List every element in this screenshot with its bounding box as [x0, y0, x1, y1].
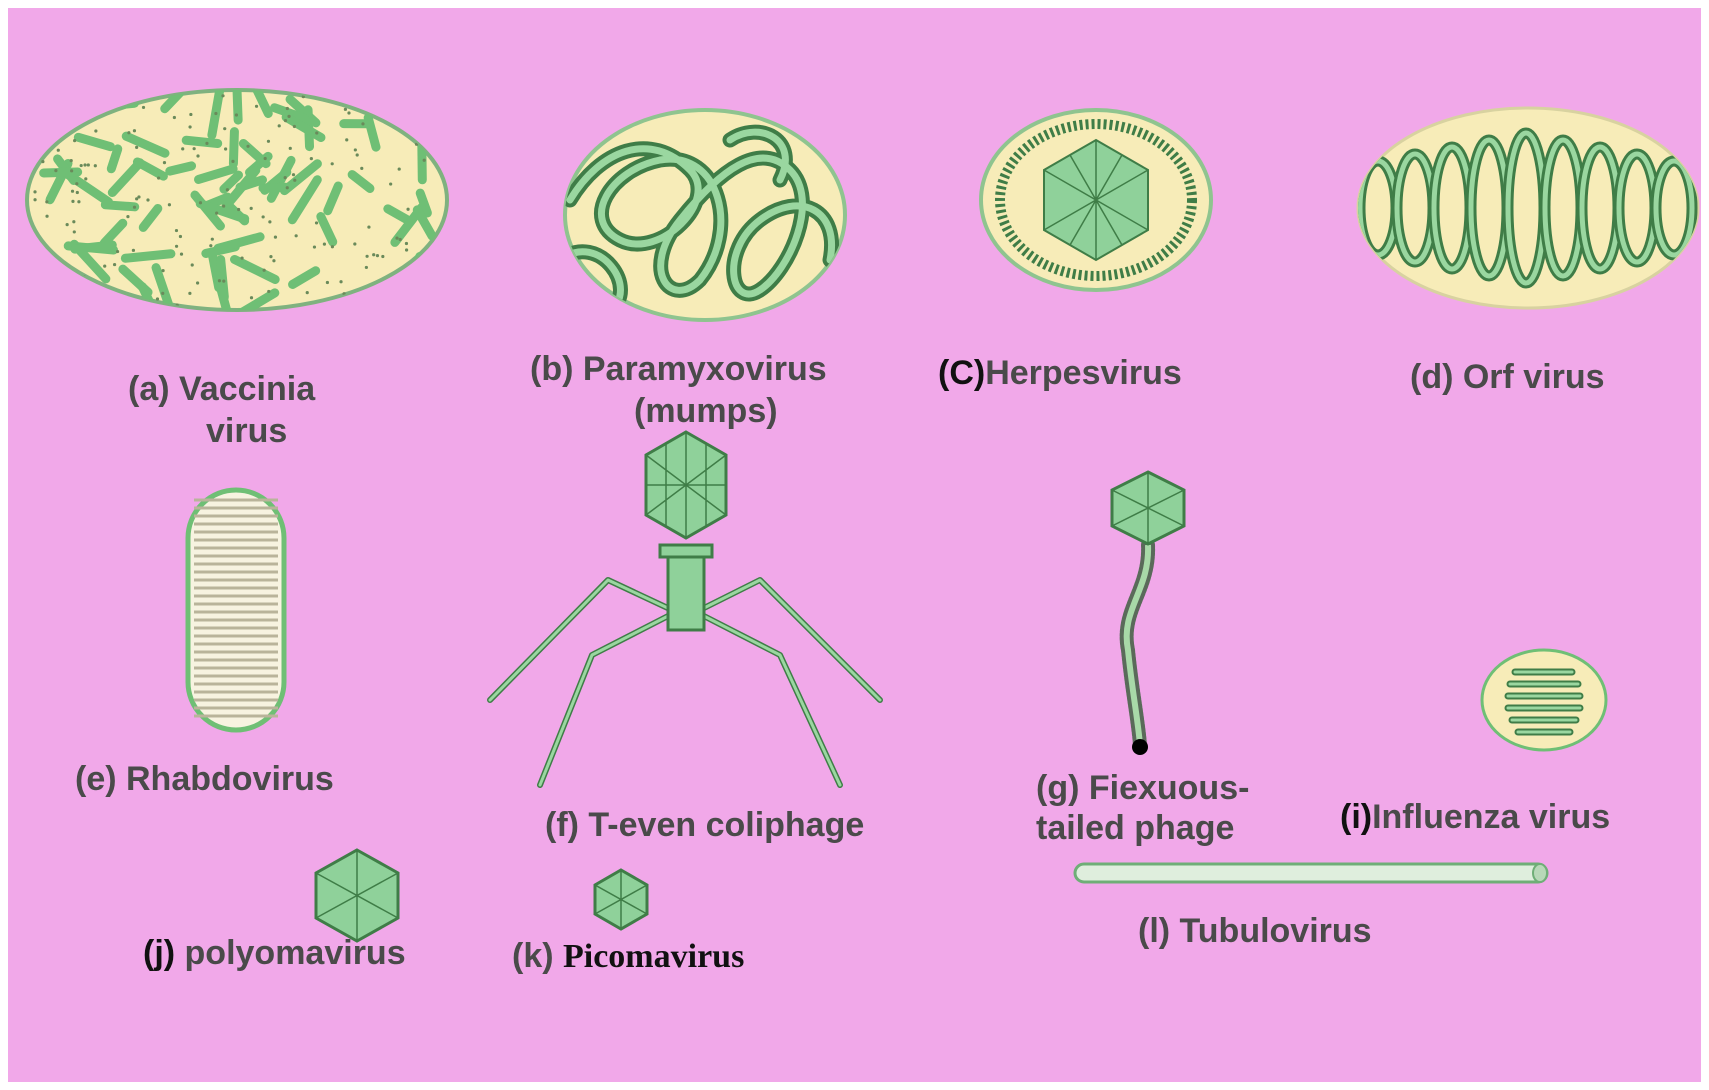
label-polyomavirus-name: polyomavirus — [175, 934, 406, 972]
label-paramyxovirus: (b) Paramyxovirus (mumps) — [530, 348, 827, 432]
herpesvirus-illustration — [981, 110, 1211, 290]
label-rhabdovirus-text: (e) Rhabdovirus — [75, 760, 334, 798]
label-tubulovirus-text: (l) Tubulovirus — [1138, 912, 1372, 950]
label-paramyxovirus-line2: (mumps) — [530, 390, 827, 432]
label-t-even-coliphage: (f) T-even coliphage — [545, 804, 864, 846]
picomavirus-illustration — [595, 870, 647, 929]
label-picomavirus-prefix: (k) — [512, 937, 563, 975]
influenza-virus-illustration — [1482, 650, 1606, 750]
vaccinia-virus-illustration — [27, 87, 447, 321]
label-vaccinia-line2: virus — [128, 410, 315, 452]
flexuous-tailed-phage-illustration — [1112, 472, 1184, 755]
label-paramyxovirus-line1: (b) Paramyxovirus — [530, 348, 827, 390]
label-polyomavirus: (j) polyomavirus — [143, 932, 406, 974]
label-rhabdovirus: (e) Rhabdovirus — [75, 758, 334, 800]
label-influenza-name: Influenza virus — [1372, 798, 1610, 836]
label-flexuous-tailed-phage: (g) Fiexuous- tailed phage — [1036, 768, 1249, 848]
label-tubulovirus: (l) Tubulovirus — [1138, 910, 1372, 952]
paramyxovirus-illustration — [560, 110, 845, 320]
label-influenza-prefix: (i) — [1340, 798, 1372, 836]
label-herpesvirus-prefix: (C) — [938, 354, 985, 392]
label-flexuous-line2: tailed phage — [1036, 808, 1249, 848]
label-t-even-coliphage-text: (f) T-even coliphage — [545, 806, 864, 844]
rhabdovirus-illustration — [188, 490, 284, 730]
label-orf-virus-text: (d) Orf virus — [1410, 358, 1605, 396]
label-herpesvirus-name: Herpesvirus — [985, 354, 1182, 392]
label-orf-virus: (d) Orf virus — [1410, 356, 1605, 398]
label-polyomavirus-prefix: (j) — [143, 934, 175, 972]
label-picomavirus-name: Picomavirus — [563, 938, 744, 975]
label-flexuous-line1: (g) Fiexuous- — [1036, 768, 1249, 808]
label-influenza-virus: (i)Influenza virus — [1340, 796, 1610, 838]
tubulovirus-illustration — [1075, 864, 1547, 882]
polyomavirus-illustration — [316, 850, 398, 941]
label-vaccinia-line1: (a) Vaccinia — [128, 368, 315, 410]
orf-virus-illustration — [1358, 108, 1698, 308]
label-vaccinia-virus: (a) Vaccinia virus — [128, 368, 315, 452]
t-even-coliphage-illustration — [490, 432, 880, 785]
label-herpesvirus: (C)Herpesvirus — [938, 352, 1182, 394]
label-picomavirus: (k) Picomavirus — [512, 935, 744, 978]
